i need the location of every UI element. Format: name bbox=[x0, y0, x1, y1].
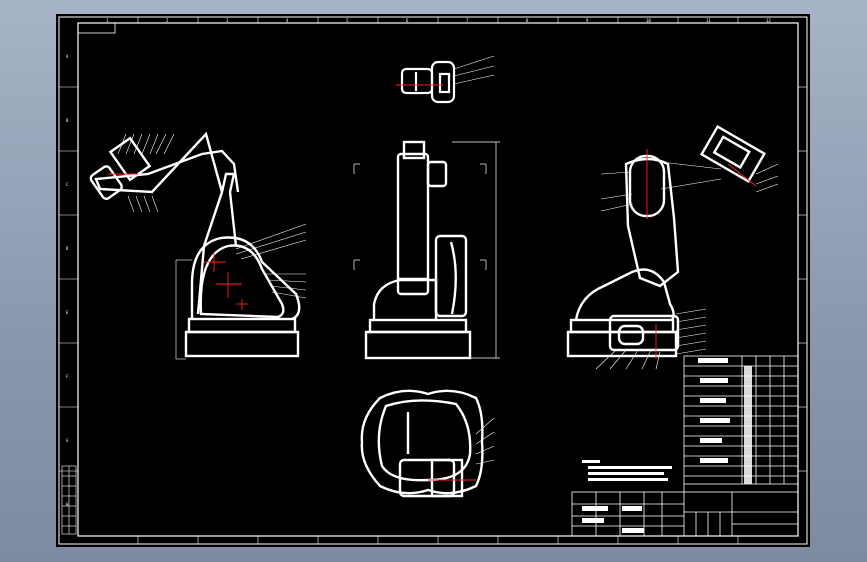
grid-col-label: 4 bbox=[286, 18, 289, 23]
grid-col-label: 2 bbox=[166, 18, 169, 23]
grid-col-label: 6 bbox=[406, 18, 409, 23]
bottom-view[interactable] bbox=[360, 389, 495, 498]
grid-col-label: 11 bbox=[706, 18, 711, 23]
grid-row-label: G bbox=[66, 438, 69, 443]
grid-row-label: H bbox=[66, 502, 69, 507]
grid-col-label: 9 bbox=[586, 18, 589, 23]
left-binding-strip bbox=[61, 465, 77, 535]
front-view[interactable] bbox=[353, 140, 500, 360]
drawing-sheet[interactable]: 1 2 3 4 5 6 7 8 9 10 11 12 A B C D E F G… bbox=[56, 14, 810, 547]
grid-col-label: 12 bbox=[766, 18, 771, 23]
parts-list-table[interactable] bbox=[683, 355, 799, 485]
grid-row-label: D bbox=[66, 246, 69, 251]
grid-row-label: C bbox=[66, 182, 69, 187]
grid-row-label: F bbox=[66, 374, 69, 379]
right-side-view[interactable] bbox=[566, 125, 779, 370]
grid-col-label: 7 bbox=[466, 18, 469, 23]
grid-ticks bbox=[59, 17, 807, 544]
grid-row-label: B bbox=[66, 118, 69, 123]
cad-drawing-canvas[interactable]: 1 2 3 4 5 6 7 8 9 10 11 12 A B C D E F G… bbox=[56, 14, 810, 547]
grid-row-label: A bbox=[66, 54, 69, 59]
grid-col-label: 8 bbox=[526, 18, 529, 23]
grid-row-label: E bbox=[66, 310, 69, 315]
left-side-view[interactable] bbox=[89, 131, 307, 360]
technical-notes bbox=[582, 460, 672, 481]
grid-col-label: 10 bbox=[646, 18, 651, 23]
grid-col-label: 5 bbox=[346, 18, 349, 23]
top-detail-view[interactable] bbox=[396, 55, 495, 104]
grid-col-label: 3 bbox=[226, 18, 229, 23]
title-block[interactable] bbox=[571, 484, 799, 537]
grid-col-label: 1 bbox=[106, 18, 109, 23]
